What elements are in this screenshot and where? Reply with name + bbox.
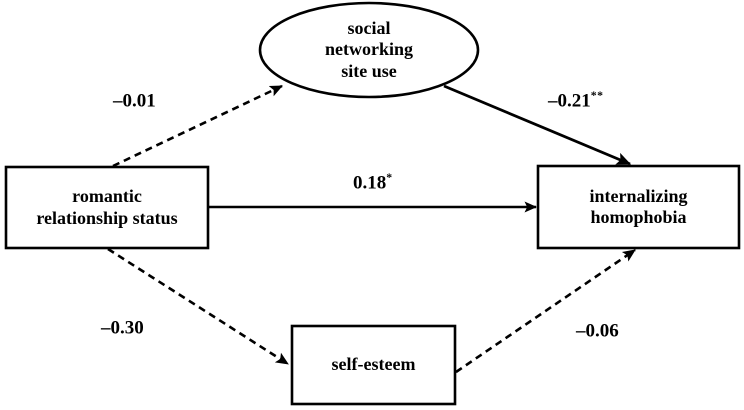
edge-coefficient: 0.18 (353, 172, 387, 194)
edge-label-sns-to-ih: –0.21** (548, 89, 604, 112)
edge-label-se-to-ih: –0.06 (576, 320, 619, 340)
edge-se-to-ih (455, 248, 636, 374)
node-shape-internalizing-homophobia (536, 164, 741, 250)
node-shape-social-networking-site-use (258, 1, 480, 99)
edge-coefficient: –0.01 (113, 90, 156, 112)
edge-coefficient: –0.30 (101, 317, 144, 339)
edge-coefficient: –0.21 (548, 90, 591, 112)
node-shape-romantic-relationship-status (4, 165, 210, 250)
node-shape-self-esteem (290, 324, 457, 406)
edge-significance-stars: ** (590, 89, 604, 102)
edge-significance-stars: * (386, 171, 393, 184)
edge-label-rrs-to-sns: –0.01 (113, 90, 156, 110)
edge-sns-to-ih (443, 84, 632, 166)
edge-rrs-to-se (107, 247, 289, 366)
edge-coefficient: –0.06 (576, 320, 619, 342)
edge-label-rrs-to-se: –0.30 (101, 317, 144, 337)
edge-label-rrs-to-ih: 0.18* (353, 171, 393, 194)
